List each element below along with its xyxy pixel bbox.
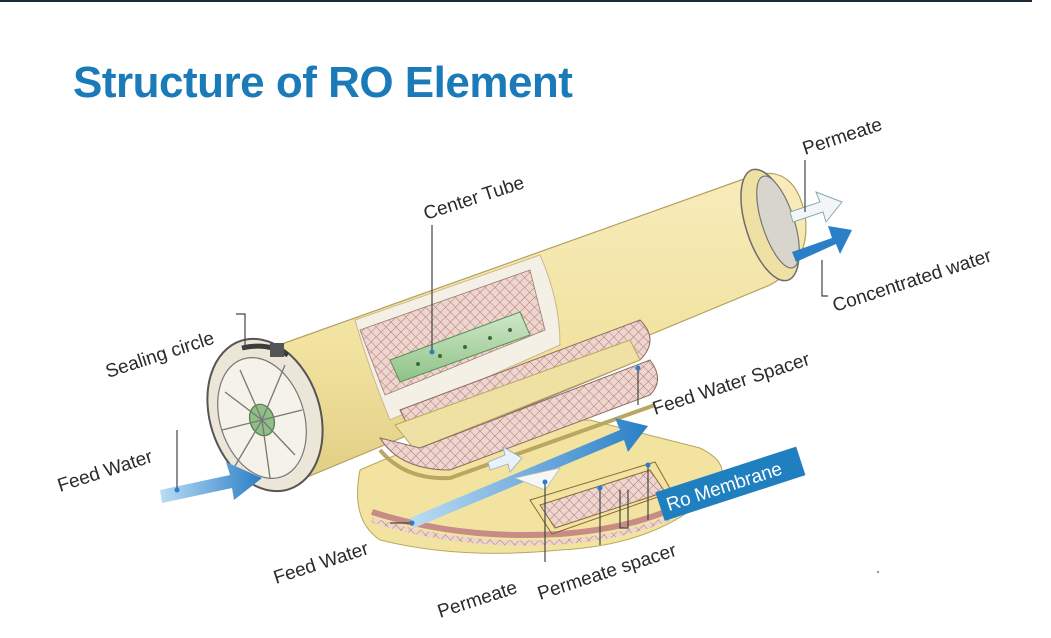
- end-cap-left: [206, 337, 324, 493]
- feed-water-arrow-left: [160, 462, 262, 503]
- label-center-tube: Center Tube: [421, 172, 527, 224]
- label-permeate-bottom: Permeate: [435, 577, 520, 622]
- label-sealing-circle: Sealing circle: [103, 328, 217, 383]
- permeate-arrow-out: [789, 191, 843, 224]
- page-title: Structure of RO Element: [73, 58, 573, 107]
- dot-mark: [876, 570, 880, 574]
- top-rule: [0, 0, 1032, 2]
- label-permeate-out: Permeate: [800, 114, 885, 159]
- label-concentrated-water: Concentrated water: [830, 245, 995, 316]
- feed-water-arrow-center: [410, 418, 648, 528]
- label-feed-water-spacer: Feed Water Spacer: [650, 349, 813, 420]
- center-tube: [389, 311, 531, 383]
- cutaway-section: [354, 254, 658, 481]
- concentrated-water-arrow: [792, 226, 852, 262]
- label-feed-water-center: Feed Water: [271, 538, 372, 589]
- permeate-arrow-bottom: [487, 446, 561, 491]
- label-feed-water-left: Feed Water: [55, 446, 156, 497]
- leader-lines: [174, 160, 828, 562]
